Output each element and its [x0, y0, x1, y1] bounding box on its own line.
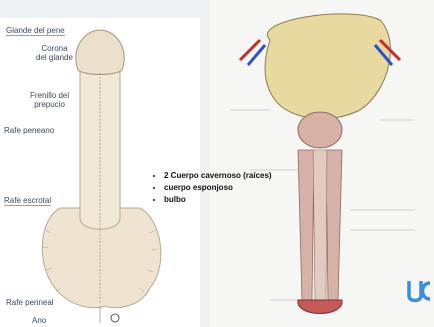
bullet-item-cuerpo-esponjoso: cuerpo esponjoso — [164, 182, 272, 194]
penis-internal-illustration — [210, 0, 434, 327]
university-logo-icon — [406, 278, 432, 304]
label-rafe-perineal: Rafe perineal — [6, 298, 54, 307]
bullet-item-cuerpo-cavernoso: 2 Cuerpo cavernoso (raíces) — [164, 170, 272, 182]
structures-list: 2 Cuerpo cavernoso (raíces) cuerpo espon… — [150, 170, 272, 206]
label-corona-del-glande: Corona del glande — [36, 44, 73, 62]
bullet-item-bulbo: bulbo — [164, 194, 272, 206]
label-ano: Ano — [32, 316, 46, 325]
label-rafe-peneano: Rafe peneano — [4, 126, 54, 135]
label-rafe-escrotal: Rafe escrotal — [4, 196, 51, 206]
label-glande-del-pene: Glande del pene — [6, 26, 65, 36]
internal-anatomy-panel — [210, 0, 434, 327]
label-frenillo-del-prepucio: Frenillo del prepucio — [30, 91, 69, 109]
